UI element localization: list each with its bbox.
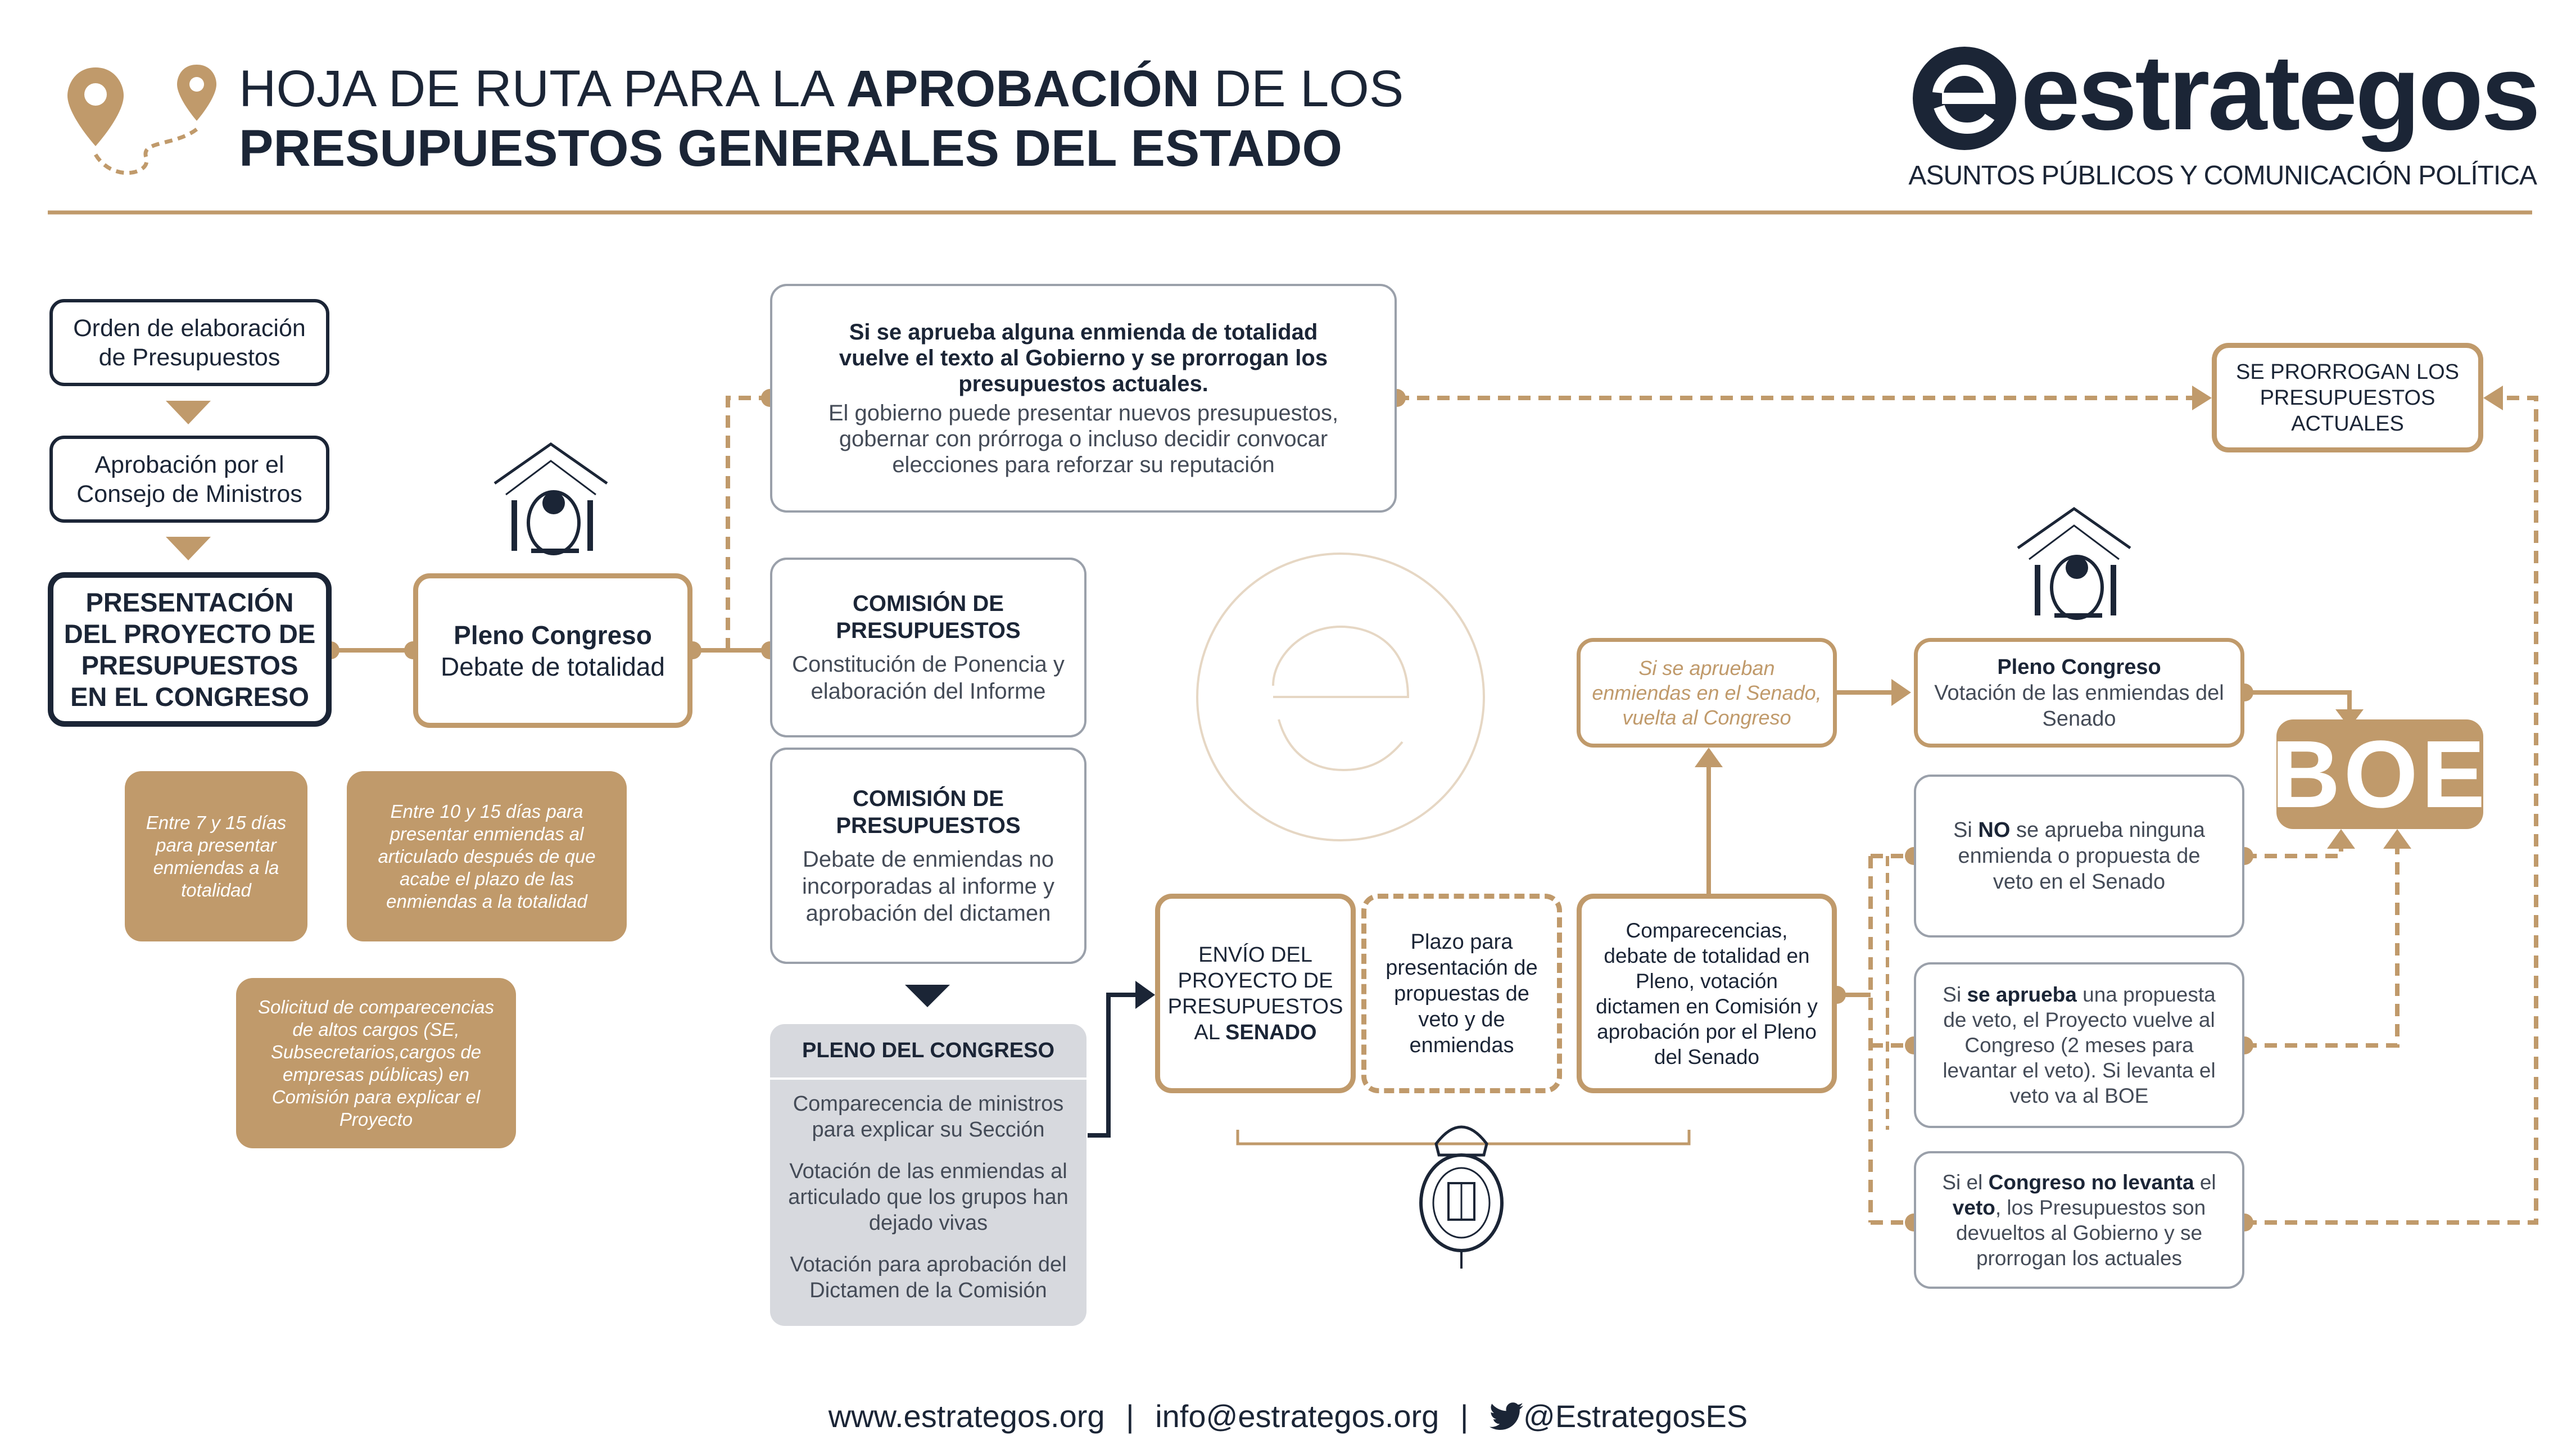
congreso-lion-icon	[494, 442, 608, 555]
comision2-body: Debate de enmiendas no incorporadas al i…	[802, 846, 1055, 926]
comision2-title: COMISIÓN DE PRESUPUESTOS	[836, 786, 1021, 838]
case-veto-no-levantado: Si el Congreso no levanta el veto, los P…	[1914, 1151, 2244, 1289]
pleno2-subtitle: Votación de las enmiendas del Senado	[1934, 681, 2224, 731]
envio-senado-text: ENVÍO DEL PROYECTO DE PRESUPUESTOS AL SE…	[1167, 943, 1343, 1044]
envio-senado: ENVÍO DEL PROYECTO DE PRESUPUESTOS AL SE…	[1155, 894, 1356, 1093]
brand-name: estrategos	[2021, 33, 2541, 152]
enmienda-totalidad-box: Si se aprueba alguna enmienda de totalid…	[770, 284, 1397, 513]
estrategos-watermark-icon	[1196, 553, 1485, 841]
enmienda-totalidad-bold: Si se aprueba alguna enmienda de totalid…	[839, 319, 1328, 396]
estrategos-e-icon	[1913, 47, 2016, 150]
pleno2-title: Pleno Congreso	[1997, 655, 2161, 679]
comision-presupuestos-1: COMISIÓN DE PRESUPUESTOS Constitución de…	[770, 558, 1086, 737]
plazo-veto-enmiendas: Plazo para presentación de propuestas de…	[1361, 894, 1562, 1093]
footer-website[interactable]: www.estrategos.org	[828, 1398, 1105, 1434]
pleno-congreso-senado-enmiendas: Pleno Congreso Votación de las enmiendas…	[1914, 638, 2244, 748]
congreso-lion-icon-2	[2017, 506, 2131, 620]
twitter-icon	[1490, 1402, 1523, 1430]
senado-seal-icon	[1419, 1125, 1504, 1269]
brand-tagline: ASUNTOS PÚBLICOS Y COMUNICACIÓN POLÍTICA	[1908, 161, 2537, 191]
note-comparecencias: Solicitud de comparecencias de altos car…	[236, 978, 516, 1148]
note-enmiendas-totalidad: Entre 7 y 15 días para presentar enmiend…	[125, 771, 307, 941]
pleno1-subtitle: Debate de totalidad	[441, 651, 665, 681]
step-presentacion-congreso: PRESENTACIÓN DEL PROYECTO DE PRESUPUESTO…	[48, 572, 332, 727]
boe-text: BOE	[2271, 721, 2489, 828]
case-no-veto: Si NO se aprueba ninguna enmienda o prop…	[1914, 775, 2244, 938]
brand-logo: estrategos	[1911, 33, 2541, 157]
comision-presupuestos-2: COMISIÓN DE PRESUPUESTOS Debate de enmie…	[770, 748, 1086, 964]
title-line-2: PRESUPUESTOS GENERALES DEL ESTADO	[239, 120, 1343, 177]
pleno-del-congreso-panel: PLENO DEL CONGRESO Comparecencia de mini…	[770, 1024, 1086, 1326]
case3-text: Si el Congreso no levanta el veto, los P…	[1942, 1170, 2216, 1270]
comparecencias-senado: Comparecencias, debate de totalidad en P…	[1577, 894, 1837, 1093]
vuelta-congreso: Si se aprueban enmiendas en el Senado, v…	[1577, 638, 1837, 748]
prorroga-text: SE PRORROGAN LOS PRESUPUESTOS ACTUALES	[2236, 360, 2459, 436]
pleno1-title: Pleno Congreso	[454, 620, 652, 650]
route-map-icon	[67, 65, 216, 175]
footer-email[interactable]: info@estrategos.org	[1155, 1398, 1439, 1434]
pleno-congreso-title: PLENO DEL CONGRESO	[770, 1024, 1086, 1080]
footer-separator-1: |	[1126, 1398, 1134, 1434]
case-veto-aprobado: Si se aprueba una propuesta de veto, el …	[1914, 962, 2244, 1128]
footer: www.estrategos.org | info@estrategos.org…	[0, 1397, 2576, 1436]
footer-separator-2: |	[1460, 1398, 1469, 1434]
page-title: HOJA DE RUTA PARA LA APROBACIÓN DE LOS P…	[239, 59, 1404, 178]
step-consejo-ministros: Aprobación por el Consejo de Ministros	[49, 436, 329, 523]
comision1-title: COMISIÓN DE PRESUPUESTOS	[836, 591, 1021, 643]
vuelta-congreso-text: Si se aprueban enmiendas en el Senado, v…	[1592, 656, 1822, 729]
pleno-congreso-item-3: Votación para aprobación del Dictamen de…	[790, 1253, 1067, 1302]
pleno-congreso-item-1: Comparecencia de ministros para explicar…	[793, 1092, 1064, 1142]
comision1-body: Constitución de Ponencia y elaboración d…	[792, 652, 1065, 704]
footer-twitter[interactable]: @EstrategosES	[1523, 1398, 1748, 1434]
arrow-down-2	[166, 537, 211, 560]
prorroga-presupuestos: SE PRORROGAN LOS PRESUPUESTOS ACTUALES	[2212, 343, 2483, 452]
boe-badge: BOE	[2271, 719, 2485, 829]
pleno-congreso-item-2: Votación de las enmiendas al articulado …	[788, 1160, 1069, 1235]
pleno-congreso-totalidad: Pleno Congreso Debate de totalidad	[413, 573, 692, 728]
case1-text: Si NO se aprueba ninguna enmienda o prop…	[1953, 818, 2205, 894]
arrow-down-comision	[905, 985, 950, 1007]
step-orden-elaboracion: Orden de elaboración de Presupuestos	[49, 299, 329, 386]
note-enmiendas-articulado: Entre 10 y 15 días para presentar enmien…	[347, 771, 627, 941]
arrow-down-1	[166, 401, 211, 424]
enmienda-totalidad-text: El gobierno puede presentar nuevos presu…	[828, 400, 1339, 477]
case2-text: Si se aprueba una propuesta de veto, el …	[1943, 983, 2216, 1107]
title-line-1: HOJA DE RUTA PARA LA APROBACIÓN DE LOS	[239, 60, 1404, 117]
